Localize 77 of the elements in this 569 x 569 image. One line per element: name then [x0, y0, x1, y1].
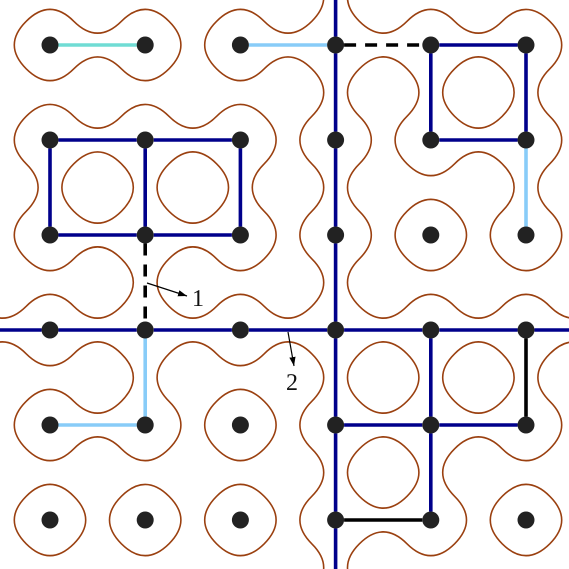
vertex-dot	[232, 132, 249, 148]
lattice-edge	[524, 148, 528, 226]
vertex-dot	[232, 36, 249, 54]
leader-line	[287, 332, 296, 366]
lattice-edge	[58, 233, 137, 237]
lattice-edge	[143, 148, 147, 226]
lattice-edge	[344, 518, 422, 522]
vertex-dot	[327, 226, 344, 244]
lattice-edge	[429, 434, 433, 512]
lattice-edge	[334, 528, 338, 569]
vertex-dot	[136, 226, 154, 244]
vertex-dot	[518, 132, 534, 148]
vertex-dot	[42, 322, 58, 338]
vertex-dot	[136, 416, 154, 434]
vertex-dot	[327, 132, 344, 148]
vertex-dot	[136, 36, 154, 54]
lattice-edge	[439, 43, 518, 47]
vertex-dot	[422, 416, 440, 434]
lattice-edge	[334, 338, 338, 416]
vertex-dot	[518, 322, 534, 338]
vertex-dot	[232, 226, 249, 244]
lattice-edge	[58, 328, 137, 332]
lattice-edge	[248, 43, 328, 47]
lattice-edge	[154, 328, 232, 332]
lattice-edge	[439, 423, 518, 427]
leader-line	[146, 282, 188, 297]
vertex-dot	[327, 416, 344, 434]
lattice-edge	[439, 138, 518, 142]
vertex-dot	[136, 322, 154, 338]
lattice-edge	[429, 54, 433, 132]
lattice-edge	[154, 138, 232, 142]
lattice-edge	[334, 148, 338, 226]
vertex-dot	[518, 226, 534, 244]
lattice-edge	[334, 0, 338, 36]
vertex-dot	[518, 36, 534, 54]
lattice-edge	[439, 328, 518, 332]
lattice-edge	[534, 328, 569, 332]
lattice-edge	[248, 328, 328, 332]
lattice-edge	[334, 434, 338, 512]
vertex-dot	[42, 512, 58, 528]
lattice-edge	[344, 328, 422, 332]
vertex-dot	[42, 36, 58, 54]
vertex-dot	[518, 512, 534, 528]
lattice-edge	[58, 138, 137, 142]
vertex-dot	[232, 416, 249, 434]
lattice-edge	[334, 244, 338, 322]
vertex-dot	[422, 322, 440, 338]
lattice-edge	[143, 244, 147, 322]
vertex-dot	[136, 132, 154, 148]
vertex-dot	[42, 226, 58, 244]
lattice-edge	[238, 148, 242, 226]
vertex-dot	[422, 36, 440, 54]
lattice-edge	[524, 338, 528, 416]
vertex-dot	[518, 416, 534, 434]
vertex-dot	[422, 132, 440, 148]
lattice-edge	[58, 43, 137, 47]
lattice-edge	[58, 423, 137, 427]
lattice-edge	[0, 328, 42, 332]
callout-number: 1	[192, 287, 204, 311]
lattice-edge	[48, 148, 52, 226]
lattice-edge	[429, 338, 433, 416]
vertex-dot	[327, 512, 344, 528]
vertex-dot	[327, 36, 344, 54]
vertex-dot	[327, 322, 344, 338]
lattice-edge	[154, 233, 232, 237]
vertex-dot	[42, 132, 58, 148]
vertex-dot	[422, 226, 440, 244]
lattice-edge	[524, 54, 528, 132]
vertex-dot	[232, 322, 249, 338]
vertex-dot	[422, 512, 440, 528]
callout-number: 2	[286, 371, 298, 395]
lattice-edge	[334, 54, 338, 132]
vertex-dot	[42, 416, 58, 434]
vertex-dot	[232, 512, 249, 528]
vertex-dot	[136, 512, 154, 528]
lattice-edge	[344, 423, 422, 427]
lattice-edge	[143, 338, 147, 416]
